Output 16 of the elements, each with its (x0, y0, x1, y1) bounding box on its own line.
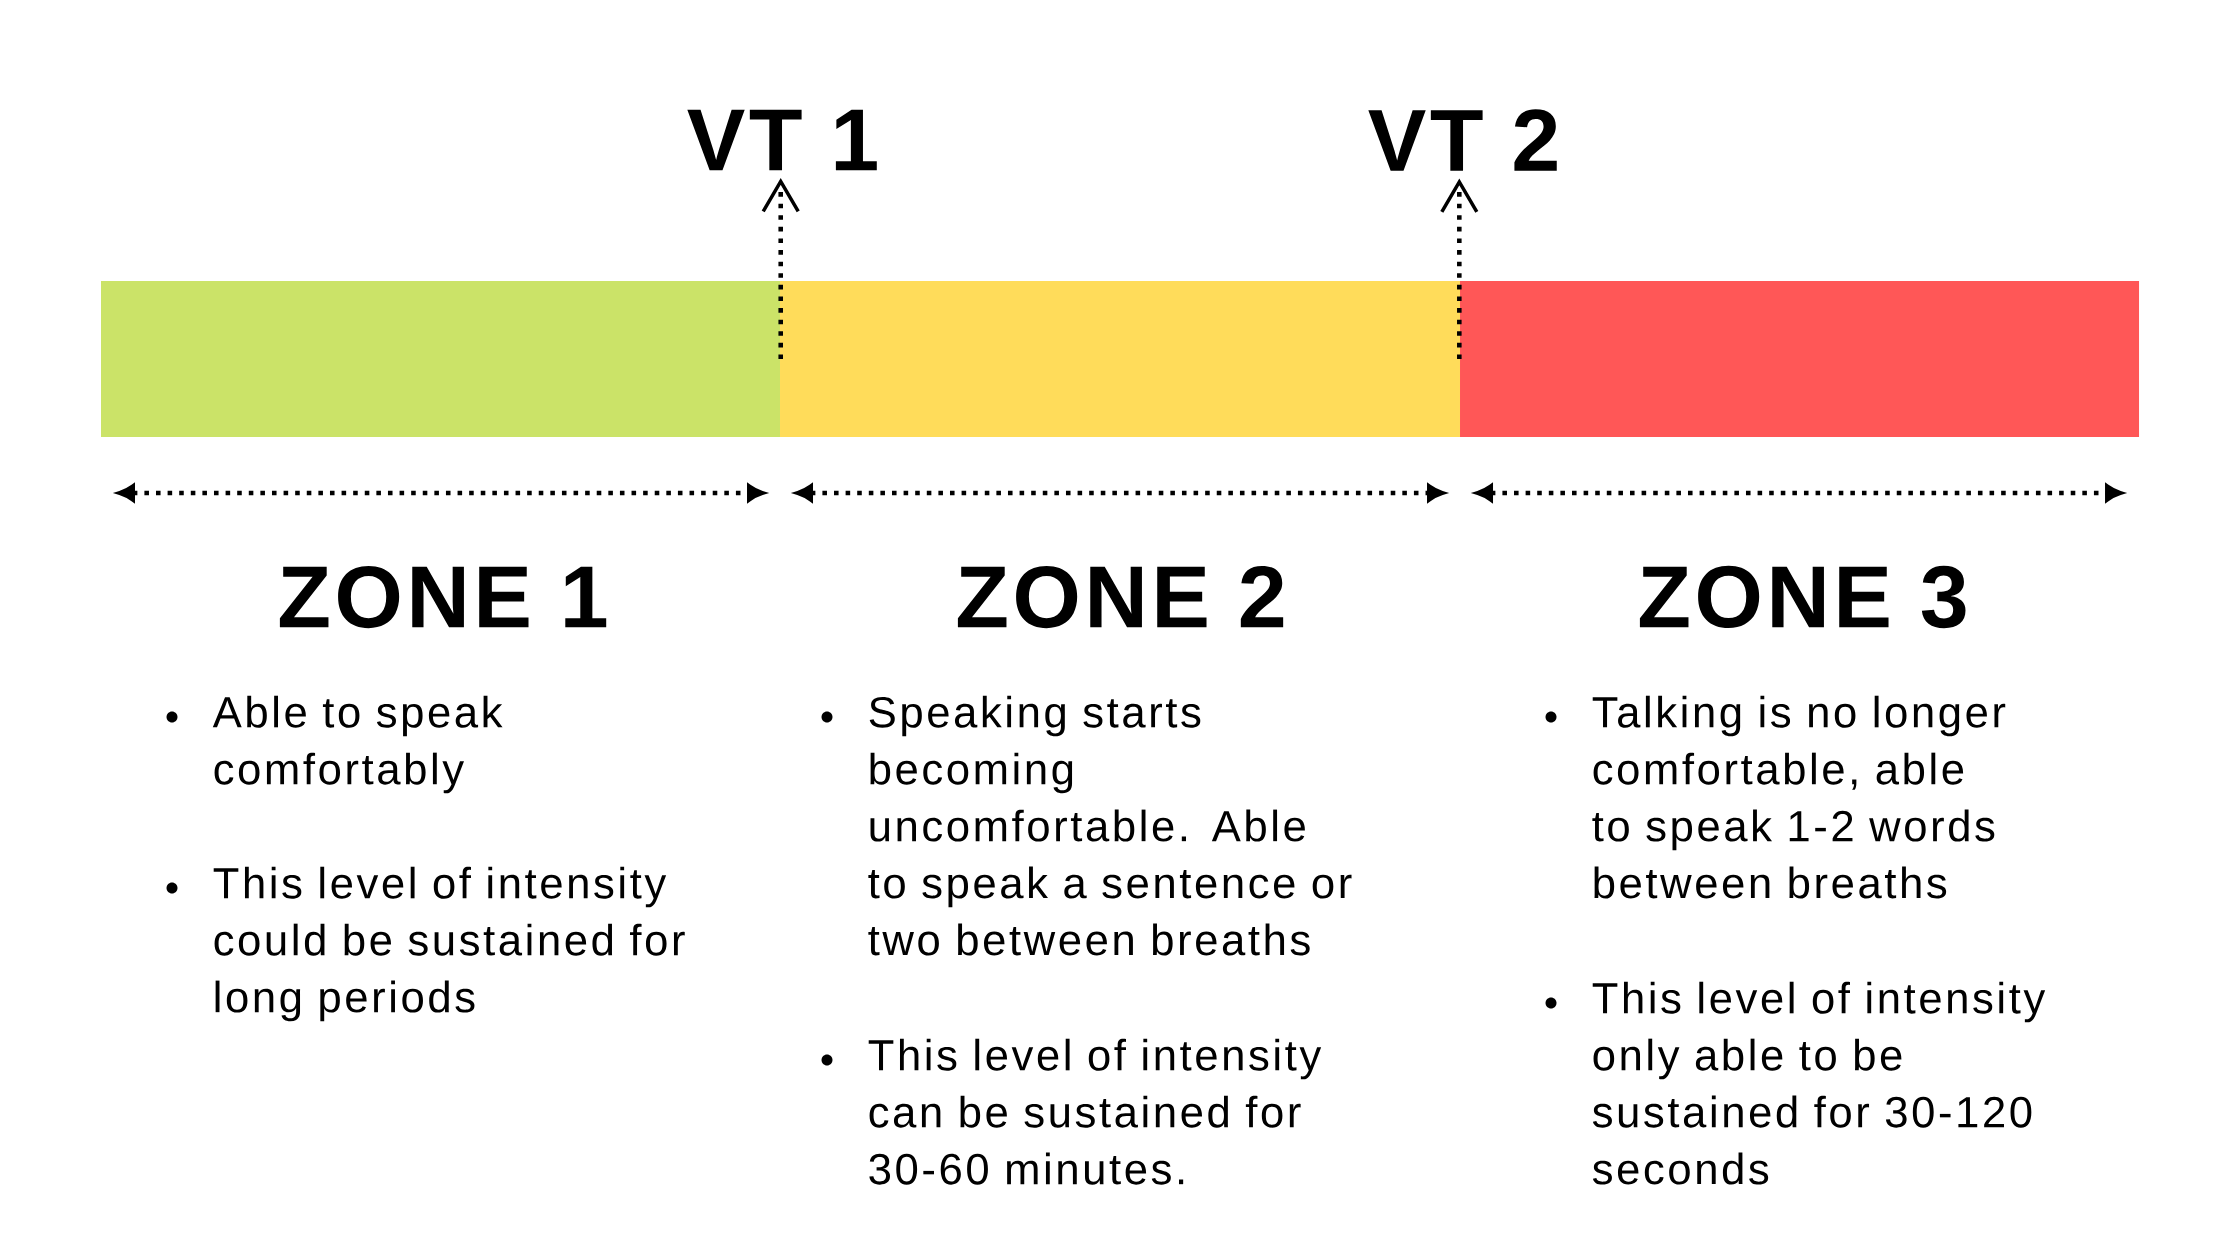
arrow (761, 177, 800, 359)
zone-bar (780, 281, 1460, 437)
bullet-text: Speaking starts becoming uncomfortable. Able to speak a sentence or two between breaths (868, 695, 1352, 956)
zone-heading: ZONE 1 (279, 565, 607, 629)
bullet-text: This level of intensity could be sustained for long periods (213, 866, 685, 1022)
zone-bar (1460, 281, 2140, 437)
bullet-text: This level of intensity can be sustained for 30-60 minutes. (868, 1038, 1322, 1185)
bullet-text: This level of intensity only able to be sustained for 30-120 seconds (1592, 981, 2046, 1185)
threshold-label: VT 2 (1368, 109, 1557, 171)
zone-bar (101, 281, 780, 437)
zone-heading: ZONE 3 (1639, 565, 1966, 629)
arrow (1440, 178, 1479, 359)
threshold-label: VT 1 (687, 109, 877, 171)
zone-heading: ZONE 2 (957, 565, 1284, 629)
bullet-text: Able to speak comfortably (212, 695, 503, 794)
bullet-text: Talking is no longer comfortable, able to speak 1-2 words between breaths (1592, 695, 2006, 899)
